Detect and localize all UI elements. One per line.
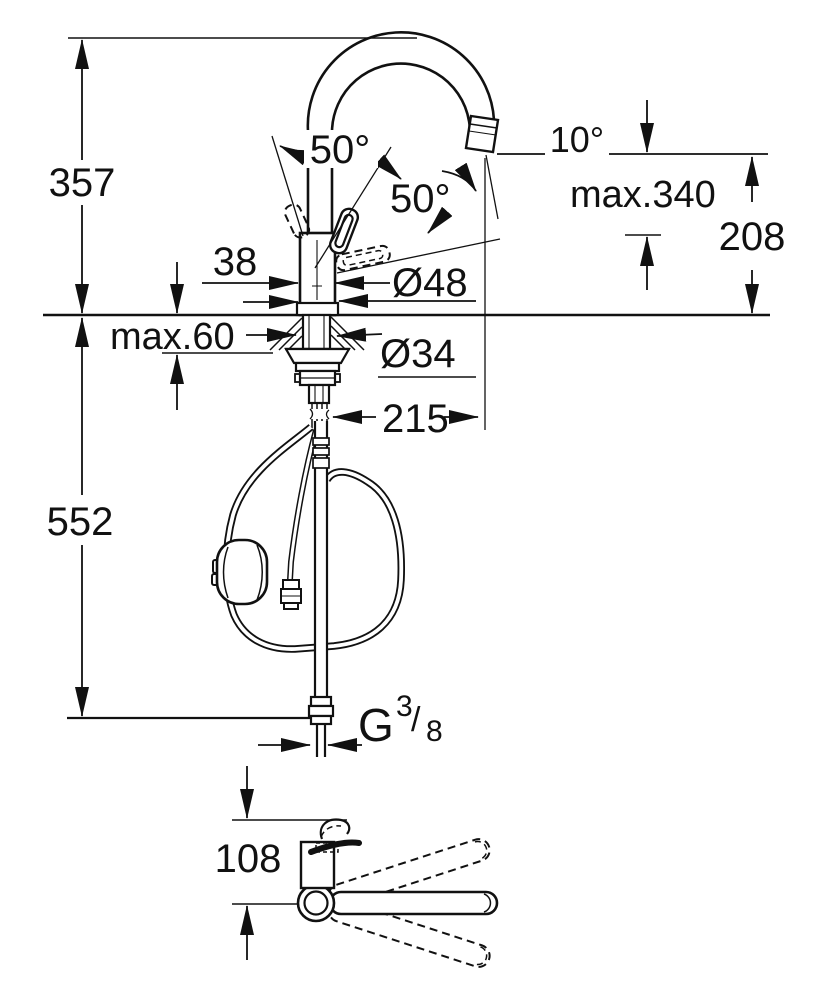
label-bg-208 <box>716 218 788 256</box>
dim-50deg-mid-arrow <box>374 154 402 180</box>
label-pullout-extension: max.340 <box>570 174 716 216</box>
under-counter-assembly <box>211 313 406 757</box>
pipe-coupling-rib-1 <box>312 437 330 446</box>
dimension-lines <box>75 39 759 960</box>
label-outlet-height: 208 <box>719 215 786 259</box>
label-handle-angle-left: 50° <box>310 128 371 172</box>
guide-line-right-handle <box>336 238 501 274</box>
escutcheon-ring <box>294 361 341 373</box>
spout-outlet-mousseur <box>464 114 500 154</box>
label-thread-slash: / <box>411 701 421 739</box>
label-spout-projection: 215 <box>382 397 449 441</box>
shank-tube <box>307 383 331 405</box>
body-seam-line <box>312 240 322 300</box>
dim-50deg-right-arrow <box>427 206 453 234</box>
faucet-front-view <box>283 31 500 317</box>
faucet-base-ring <box>295 301 340 317</box>
supply-hose <box>287 429 319 581</box>
label-body-diameter: Ø48 <box>392 261 468 305</box>
weight-shell-seams <box>222 544 263 601</box>
guide-line-left-handle <box>271 135 304 237</box>
pipe-coupling-rib-2 <box>312 447 330 456</box>
escutcheon-cone <box>284 347 351 365</box>
handle-position-left-dashed <box>283 203 311 239</box>
label-bg-552 <box>46 502 114 539</box>
dim-10deg-arc-arrow <box>441 162 477 192</box>
label-total-height: 357 <box>49 161 116 205</box>
body-top-view-inner <box>303 890 329 916</box>
handle-hidden-detail <box>315 842 339 853</box>
faucet-top-view <box>296 818 499 968</box>
label-thread-denominator: 8 <box>426 715 443 748</box>
label-handle-angle-right: 50° <box>390 177 451 221</box>
weight-body <box>215 538 269 606</box>
handle-tip-hidden-edge <box>320 825 342 838</box>
label-thread-size: G 3 / 8 <box>358 690 443 751</box>
g38-connector-nut <box>307 704 335 718</box>
outlet-10deg-axis-line <box>485 154 499 220</box>
reference-lines <box>43 37 770 720</box>
mousseur-joint-line <box>469 123 498 129</box>
label-bg-10deg <box>545 128 609 156</box>
hose-break-marks <box>309 408 330 420</box>
spout-cap-seam <box>483 893 492 913</box>
label-thread-numerator: 3 <box>396 690 413 723</box>
label-top-view-depth: 108 <box>215 837 282 881</box>
shank-tube-seams <box>314 385 324 403</box>
label-spout-angle: 10° <box>550 119 604 160</box>
label-counter-thickness: max.60 <box>110 316 235 358</box>
dim-50deg-left-arrow <box>279 145 310 166</box>
hose-weight <box>211 538 269 606</box>
label-hose-length: 552 <box>47 500 114 544</box>
g38-connector-bottom <box>309 714 333 726</box>
spout-inner-arc <box>330 62 472 150</box>
pullout-hose-loop <box>222 424 406 653</box>
pipe-coupling-rib-3 <box>312 457 330 469</box>
mounting-shank <box>301 313 332 351</box>
label-bg-50deg-left <box>304 130 378 168</box>
hose-connector-top <box>282 579 300 590</box>
hose-connector-tip <box>283 602 299 610</box>
mousseur-joint-line-2 <box>468 130 497 136</box>
center-pipe-fill <box>314 421 328 697</box>
label-thread-letter: G <box>358 699 394 751</box>
handle-tip-curl <box>319 818 351 840</box>
g38-connector-top <box>309 695 333 708</box>
pipe-end <box>315 724 327 757</box>
dimension-labels: 357 552 max.60 38 Ø48 Ø34 215 208 max.34… <box>46 119 788 881</box>
dim-34-arrow <box>336 327 383 342</box>
label-bg-357 <box>48 163 116 200</box>
label-hole-diameter: Ø34 <box>380 332 456 376</box>
spout-top-view <box>328 890 499 916</box>
handle-position-right-dashed <box>335 244 391 272</box>
spout-outer-arc <box>306 31 496 132</box>
shank-seams <box>308 315 325 349</box>
label-body-width: 38 <box>213 240 258 284</box>
